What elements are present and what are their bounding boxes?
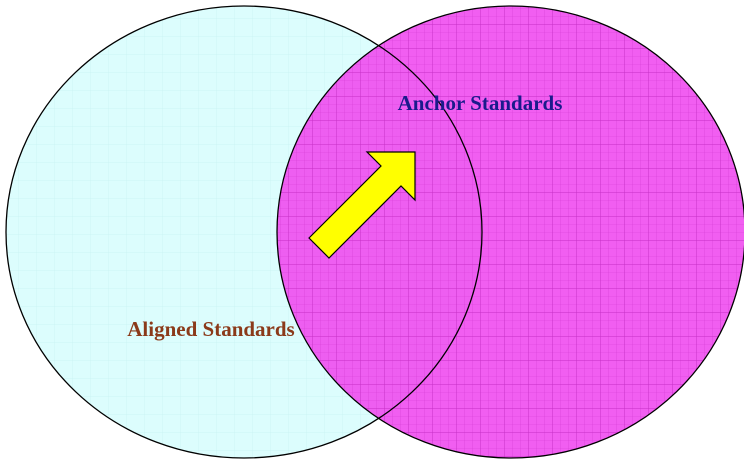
anchor-standards-circle	[277, 6, 744, 458]
anchor-standards-label: Anchor Standards	[398, 91, 563, 115]
aligned-standards-label: Aligned Standards	[127, 317, 294, 341]
arrow-up-right-icon	[308, 151, 416, 259]
aligned-standards-outline	[5, 5, 483, 459]
anchor-standards-outline	[276, 5, 744, 459]
